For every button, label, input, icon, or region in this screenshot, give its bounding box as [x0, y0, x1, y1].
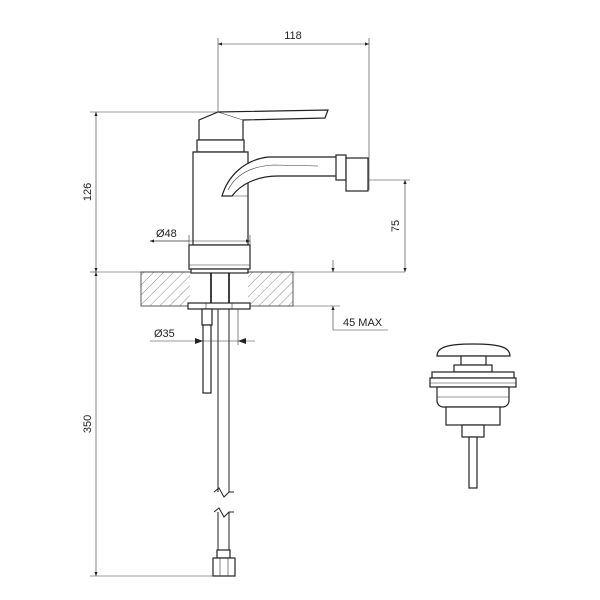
spout-height-label: 75	[390, 220, 402, 232]
faucet-body	[188, 109, 369, 274]
spout-reach-label: 118	[284, 30, 302, 42]
hose-length-label: 350	[82, 415, 94, 433]
extension-lines	[90, 38, 410, 577]
dimension-labels: 118 126 75 350 Ø48 Ø35 45 MAX	[82, 30, 402, 433]
shank-diameter-label: Ø35	[154, 328, 175, 340]
base-diameter-label: Ø48	[156, 228, 177, 240]
pop-up-waste-drawing	[429, 343, 517, 489]
total-height-label: 126	[82, 183, 94, 201]
dimension-lines	[94, 42, 407, 576]
shank-and-hoses	[187, 273, 251, 577]
deck-section	[95, 268, 405, 308]
max-deck-thickness-label: 45 MAX	[343, 317, 383, 329]
